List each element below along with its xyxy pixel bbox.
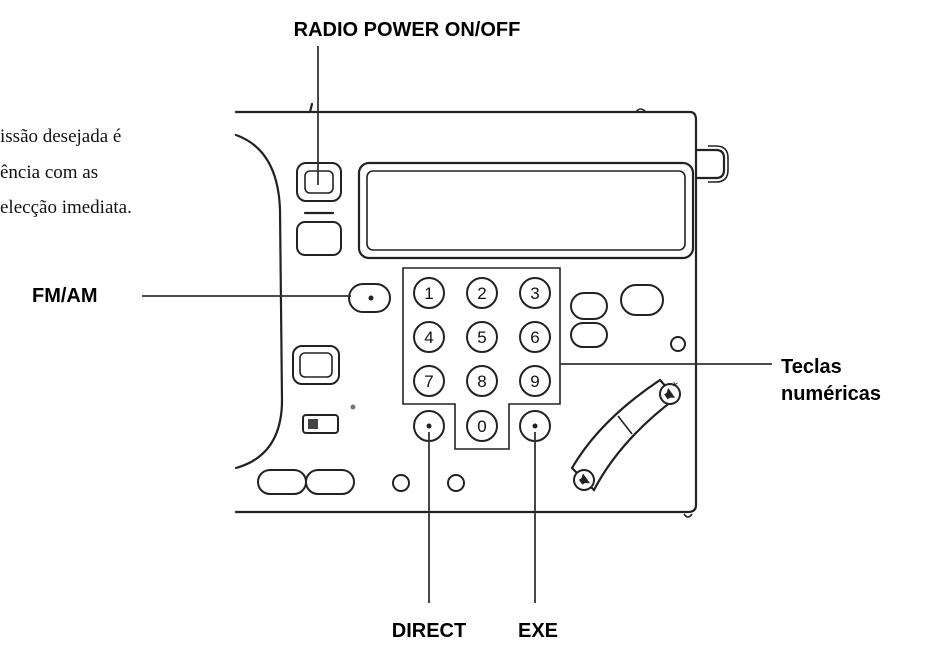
numeric-keypad: 1 2 3 4 5 6 7 8 xyxy=(413,277,551,442)
note-line-1: issão desejada é xyxy=(0,126,121,147)
volume-up-icon: + xyxy=(659,379,682,405)
hold-switch[interactable] xyxy=(302,414,339,434)
standby-button[interactable] xyxy=(296,221,342,256)
key-0-label: 0 xyxy=(477,417,486,436)
bottom-round-button-2[interactable] xyxy=(447,474,465,492)
key-1-label: 1 xyxy=(424,284,433,303)
exe-label: EXE xyxy=(518,620,558,642)
direct-label: DIRECT xyxy=(392,620,466,642)
display-window xyxy=(357,161,695,260)
key-5[interactable]: 5 xyxy=(466,321,498,353)
key-3-label: 3 xyxy=(530,284,539,303)
fm-am-button-dot xyxy=(368,295,374,301)
left-square-button-inner xyxy=(299,352,333,378)
right-button-large-top[interactable] xyxy=(620,284,664,316)
indicator-dot xyxy=(350,404,356,410)
radio-power-label: RADIO POWER ON/OFF xyxy=(294,19,521,41)
note-line-2: ência com as xyxy=(0,162,98,183)
key-2-label: 2 xyxy=(477,284,486,303)
bottom-left-button[interactable] xyxy=(257,469,307,495)
key-8-label: 8 xyxy=(477,372,486,391)
volume-down-icon xyxy=(573,469,595,491)
key-5-label: 5 xyxy=(477,328,486,347)
key-1[interactable]: 1 xyxy=(413,277,445,309)
key-9[interactable]: 9 xyxy=(519,365,551,397)
key-3[interactable]: 3 xyxy=(519,277,551,309)
right-small-round-button[interactable] xyxy=(670,336,686,352)
power-button-inner xyxy=(304,170,334,194)
key-8[interactable]: 8 xyxy=(466,365,498,397)
key-6[interactable]: 6 xyxy=(519,321,551,353)
key-4-label: 4 xyxy=(424,328,433,347)
numeric-keys-label-line2: numéricas xyxy=(781,383,881,405)
bottom-round-button-1[interactable] xyxy=(392,474,410,492)
numeric-keys-label-line1: Teclas xyxy=(781,356,842,378)
keypad-outline xyxy=(402,267,561,450)
power-button-group xyxy=(296,162,342,256)
right-button-small-top[interactable] xyxy=(570,292,608,320)
fm-am-label: FM/AM xyxy=(32,285,98,307)
key-4[interactable]: 4 xyxy=(413,321,445,353)
key-0[interactable]: 0 xyxy=(466,410,498,442)
note-line-3: elecção imediata. xyxy=(0,197,132,218)
key-7-label: 7 xyxy=(424,372,433,391)
left-square-button[interactable] xyxy=(292,345,340,385)
svg-text:+: + xyxy=(670,379,682,392)
bottom-right-button[interactable] xyxy=(305,469,355,495)
key-9-label: 9 xyxy=(530,372,539,391)
right-button-small-bottom[interactable] xyxy=(570,322,608,348)
power-button[interactable] xyxy=(296,162,342,202)
key-2[interactable]: 2 xyxy=(466,277,498,309)
key-7[interactable]: 7 xyxy=(413,365,445,397)
key-6-label: 6 xyxy=(530,328,539,347)
radio-body xyxy=(234,102,729,518)
